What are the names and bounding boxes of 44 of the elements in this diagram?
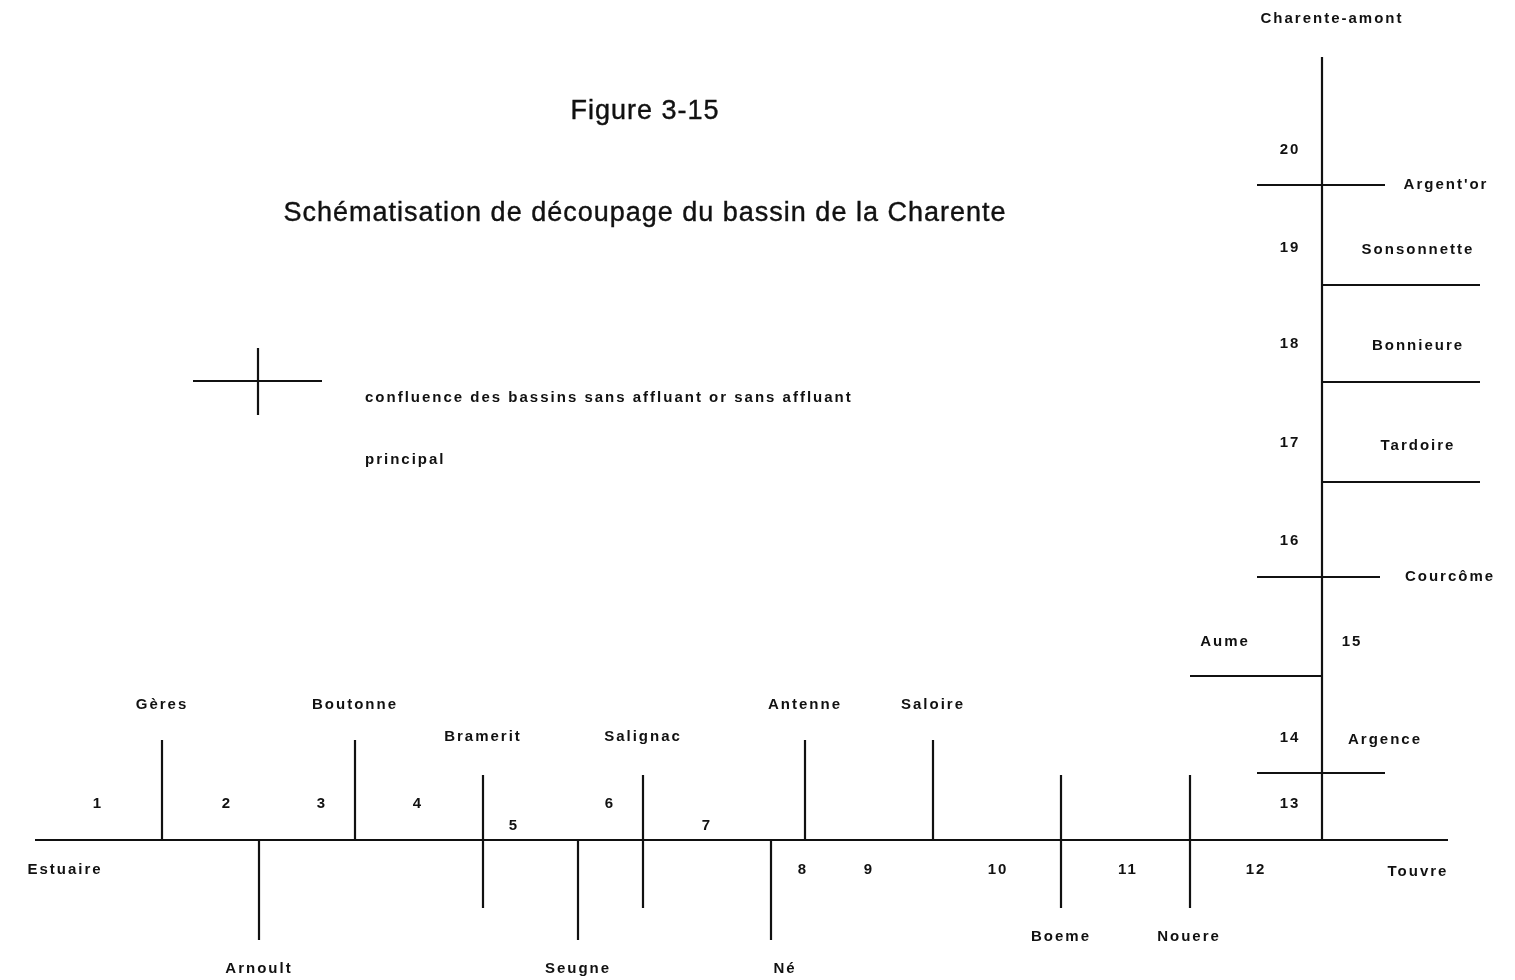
river-name: Aume <box>1200 631 1250 649</box>
section-number: 14 <box>1279 727 1301 745</box>
section-number: 4 <box>412 793 424 811</box>
river-name: Salignac <box>604 726 682 744</box>
section-number: 3 <box>316 793 328 811</box>
river-name: Saloire <box>901 694 965 712</box>
section-number: 5 <box>508 815 520 833</box>
section-number: 15 <box>1341 631 1363 649</box>
river-name: Courcôme <box>1404 566 1496 584</box>
river-name: Sonsonnette <box>1361 239 1475 257</box>
section-number: 18 <box>1279 333 1301 351</box>
river-name: Estuaire <box>27 859 103 877</box>
section-number: 7 <box>701 815 713 833</box>
section-number: 17 <box>1279 432 1301 450</box>
river-name: Nouere <box>1157 926 1221 944</box>
section-number: 6 <box>604 793 616 811</box>
section-number: 1 <box>92 793 104 811</box>
section-number: 16 <box>1279 530 1301 548</box>
river-name: Boutonne <box>312 694 398 712</box>
river-name: Bramerit <box>444 726 522 744</box>
section-number: 8 <box>797 859 809 877</box>
section-number: 12 <box>1245 859 1267 877</box>
river-name: Bonnieure <box>1371 335 1465 353</box>
river-name: Argence <box>1348 729 1422 747</box>
river-name: Gères <box>135 694 189 712</box>
section-number: 19 <box>1279 237 1301 255</box>
section-number: 10 <box>987 859 1009 877</box>
section-number: 2 <box>221 793 233 811</box>
section-number: 9 <box>863 859 875 877</box>
legend-text: confluence des bassins sans affluant or sans affluant principal <box>365 387 854 469</box>
figure-caption: Schématisation de découpage du bassin de la Charente <box>283 196 1007 228</box>
section-number: 11 <box>1118 859 1138 877</box>
river-name: Boeme <box>1031 926 1091 944</box>
river-name: Antenne <box>768 694 842 712</box>
river-name: Arnoult <box>225 958 293 976</box>
river-name: Tardoire <box>1380 435 1456 453</box>
river-name: Touvre <box>1387 861 1449 879</box>
river-name: Né <box>773 958 797 976</box>
river-name: Charente-amont <box>1260 8 1404 26</box>
river-name: Argent'or <box>1403 174 1489 192</box>
section-number: 13 <box>1279 793 1301 811</box>
section-number: 20 <box>1279 139 1301 157</box>
figure-title: Figure 3-15 <box>570 94 720 126</box>
river-name: Seugne <box>544 958 612 976</box>
